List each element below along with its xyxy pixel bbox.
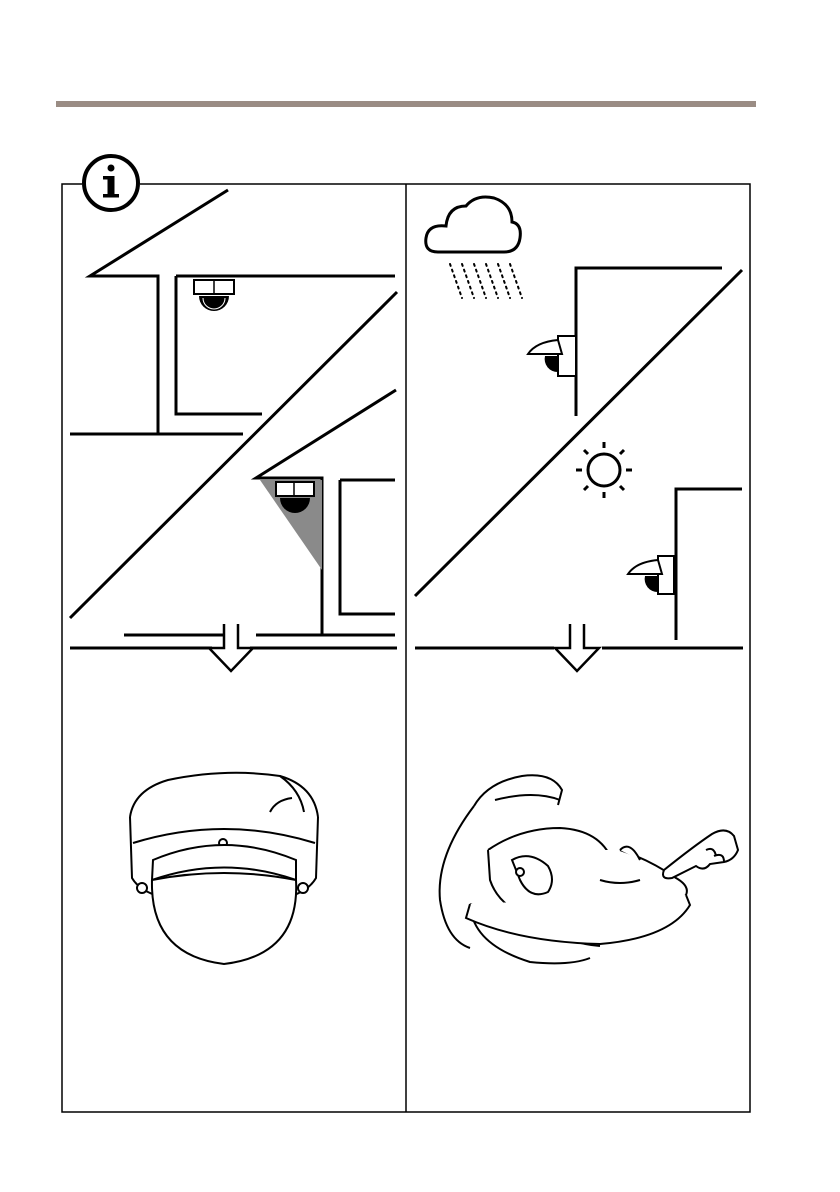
wall-camera-with-shield-icon bbox=[528, 336, 576, 376]
house-eave-icon bbox=[70, 190, 397, 648]
sun-icon bbox=[576, 442, 632, 498]
dome-camera-icon bbox=[130, 773, 318, 964]
ceiling-dome-camera-icon bbox=[194, 280, 234, 311]
dome-camera-with-weathershield-icon bbox=[440, 775, 690, 963]
wall-camera-with-shield-icon bbox=[628, 556, 674, 594]
info-icon bbox=[84, 156, 138, 210]
pointing-hand-icon bbox=[663, 830, 738, 878]
building-wall-icon bbox=[415, 268, 743, 648]
down-arrow-icon bbox=[209, 624, 253, 671]
rain-cloud-icon bbox=[426, 197, 522, 298]
down-arrow-icon bbox=[555, 624, 599, 671]
